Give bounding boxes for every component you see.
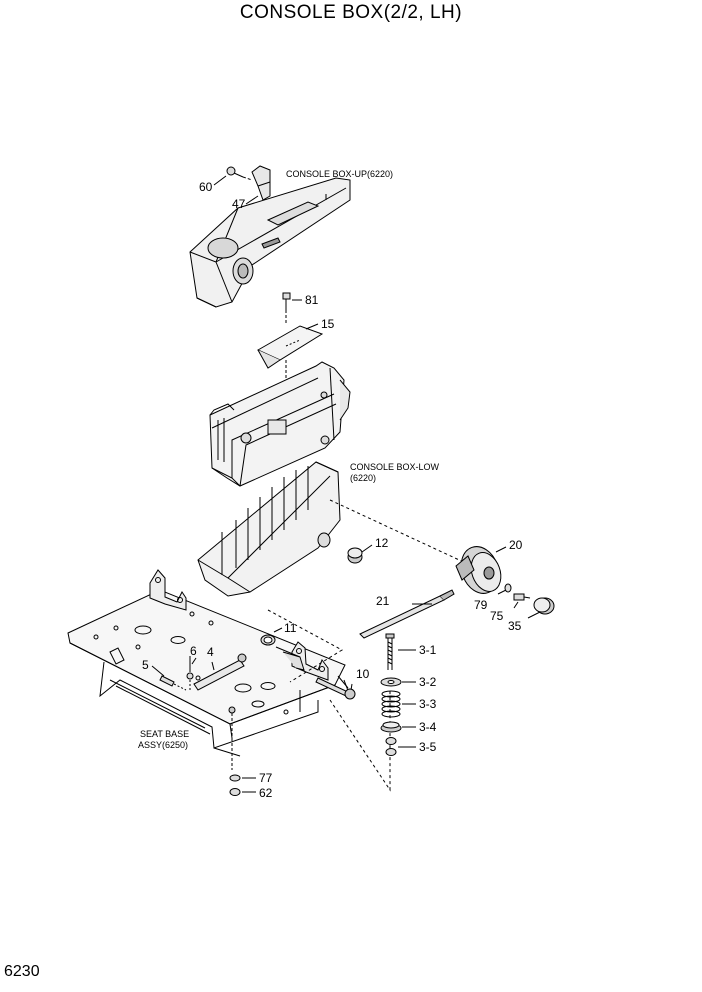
part-20-wheel (455, 546, 502, 594)
part-21-rod (359, 589, 455, 639)
part-label-4: 4 (207, 645, 214, 659)
part-label-77: 77 (259, 771, 273, 785)
part-79-washer (504, 583, 512, 593)
part-label-12: 12 (375, 536, 389, 550)
note-console-box-up: CONSOLE BOX-UP(6220) (286, 169, 393, 179)
leader-line (329, 499, 471, 566)
part-5-pin (159, 675, 187, 691)
part-3-4-bushing (380, 721, 402, 733)
part-label-3-2: 3-2 (419, 675, 437, 689)
part-label-20: 20 (509, 538, 523, 552)
part-62-nut (229, 788, 241, 796)
part-35-cap (533, 597, 555, 615)
part-3-1-stud (385, 633, 395, 670)
pivot-shaft (275, 646, 305, 671)
part-3-5-nut (385, 737, 397, 756)
part-81-bolt (282, 292, 291, 325)
console-bracket (209, 361, 351, 487)
part-label-3-4: 3-4 (419, 720, 437, 734)
seat-base (67, 569, 353, 770)
part-4-gas-spring (193, 653, 247, 691)
page-number: 6230 (4, 963, 40, 980)
part-label-5: 5 (142, 658, 149, 672)
part-label-75: 75 (490, 609, 504, 623)
part-label-11: 11 (284, 621, 297, 635)
part-75-bolt (513, 593, 531, 601)
part-77-washer (229, 774, 241, 782)
note-console-box-low-1: CONSOLE BOX-LOW (350, 462, 440, 472)
part-6-pin (186, 656, 194, 690)
part-label-47: 47 (232, 197, 246, 211)
part-label-62: 62 (259, 786, 273, 800)
reference-line-lower (329, 690, 391, 792)
part-label-81: 81 (305, 293, 319, 307)
leader-lines (151, 175, 541, 793)
part-label-15: 15 (321, 317, 335, 331)
part-12-plug (347, 547, 363, 564)
part-label-21: 21 (376, 594, 390, 608)
part-label-3-3: 3-3 (419, 697, 437, 711)
part-label-3-5: 3-5 (419, 740, 437, 754)
part-60-screw (226, 166, 253, 181)
note-seat-base-2: ASSY(6250) (138, 740, 188, 750)
part-label-6: 6 (190, 644, 197, 658)
part-label-79: 79 (474, 598, 488, 612)
page-title: CONSOLE BOX(2/2, LH) (239, 2, 463, 23)
part-10-bolt (315, 677, 356, 700)
part-11-collar (260, 634, 276, 646)
reference-line (267, 609, 343, 683)
console-box-up (189, 177, 351, 308)
part-47-knob (251, 165, 271, 201)
part-3-2-washer (380, 677, 402, 687)
part-3-3-spring (381, 690, 401, 718)
note-seat-base-1: SEAT BASE (140, 729, 189, 739)
part-label-10: 10 (356, 667, 370, 681)
console-box-low (197, 461, 341, 597)
part-label-60: 60 (199, 180, 213, 194)
note-console-box-low-2: (6220) (350, 473, 376, 483)
part-label-3-1: 3-1 (419, 643, 437, 657)
part-label-35: 35 (508, 619, 522, 633)
